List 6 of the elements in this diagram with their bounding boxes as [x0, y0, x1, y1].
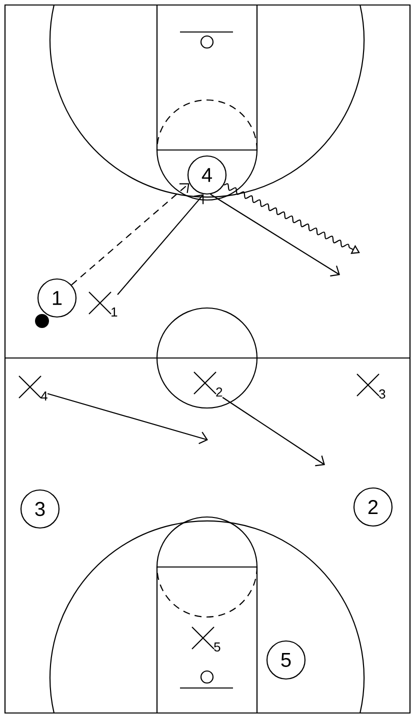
arrow: [210, 194, 340, 276]
arrow: [222, 396, 325, 466]
arrow: [224, 183, 360, 254]
arrow: [47, 393, 208, 444]
arrow: [71, 183, 190, 286]
arrow: [117, 194, 204, 295]
